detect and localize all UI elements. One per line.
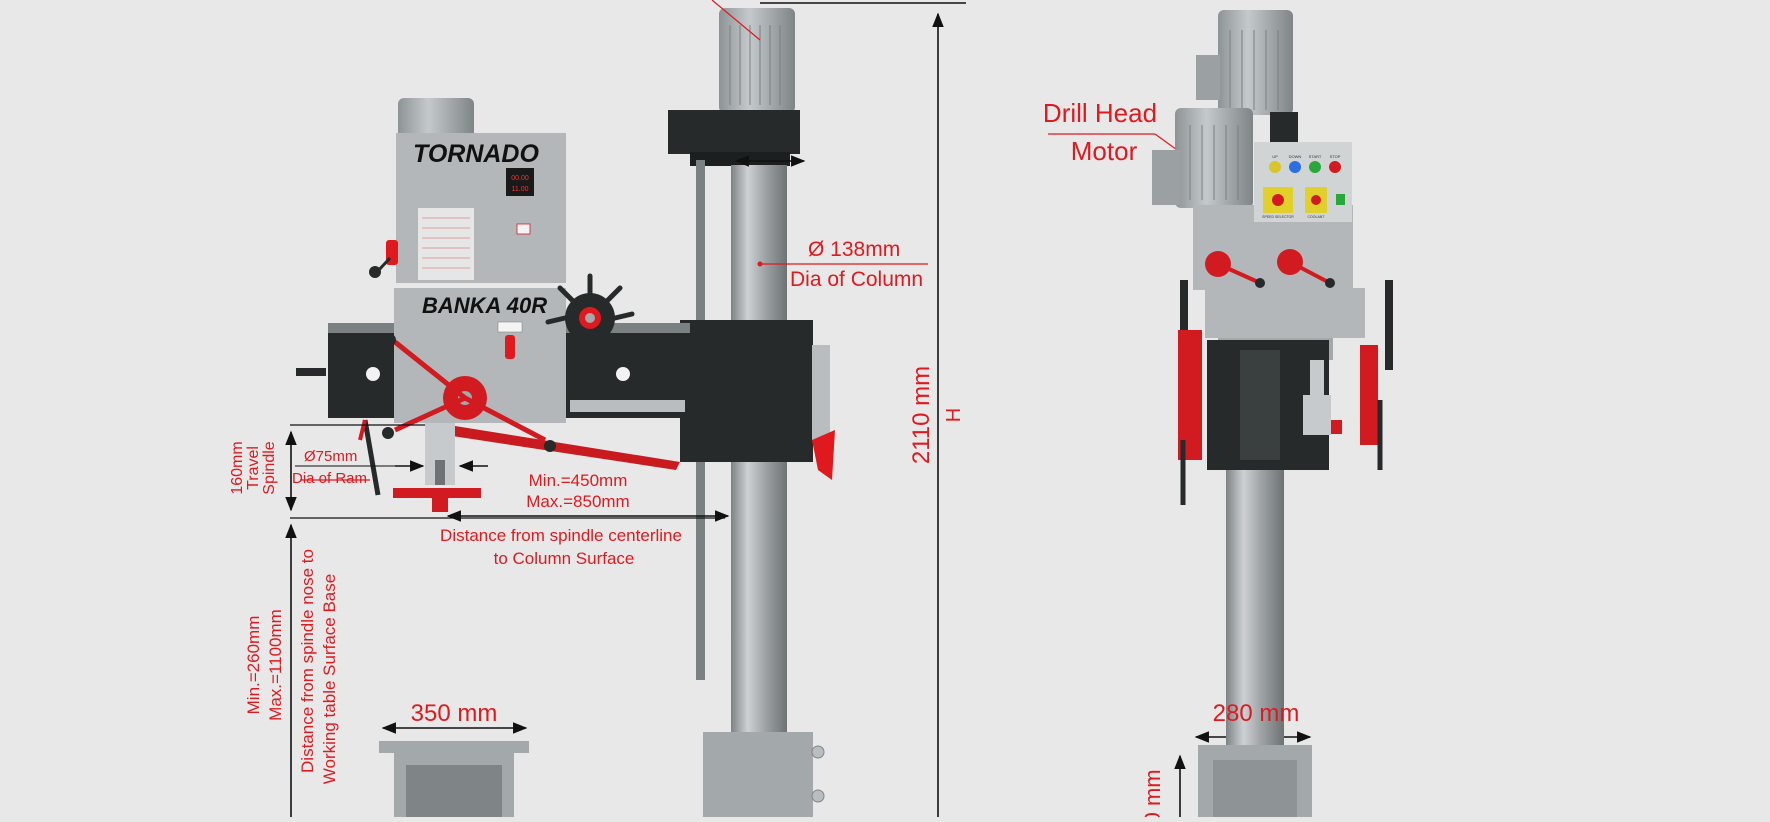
spindle-travel-value: 160mm [229, 441, 246, 494]
working-table [379, 741, 529, 817]
panel-label-down: DOWN [1289, 154, 1302, 159]
side-view-machine: UP DOWN START STOP SPEED SELECTOR COOLAN… [1152, 10, 1393, 817]
height-symbol: H [943, 408, 965, 422]
base-width-value: 280 mm [1213, 700, 1300, 727]
digital-display [506, 168, 534, 196]
nose-max: Max.=1100mm [266, 609, 285, 721]
panel-label-up: UP [1272, 154, 1278, 159]
model-label: BANKA 40R [422, 293, 547, 318]
panel-label-speed-selector: SPEED SELECTOR [1262, 215, 1294, 219]
table-width-value: 350 mm [411, 700, 498, 727]
spindle-travel-label: Travel [245, 446, 262, 490]
panel-label-stop: STOP [1330, 154, 1341, 159]
down-button-icon [1289, 161, 1301, 173]
column-assembly [668, 8, 835, 817]
display-top-readout: 00.00 [511, 175, 529, 182]
handwheel-icon [545, 273, 635, 343]
display-bottom-readout: 11.00 [512, 186, 529, 193]
ram-diameter-label: Dia of Ram [292, 470, 367, 487]
reach-min: Min.=450mm [529, 471, 628, 490]
reach-label-line2: to Column Surface [494, 549, 635, 568]
reach-label-line1: Distance from spindle centerline [440, 526, 682, 545]
nose-label-line2: Working table Surface Base [320, 574, 339, 784]
stop-button-icon [1329, 161, 1341, 173]
panel-label-start: START [1309, 154, 1322, 159]
dimension-lines [285, 0, 1312, 817]
speed-selector-icon [1272, 194, 1284, 206]
nose-label-line1: Distance from spindle nose to [298, 549, 317, 773]
ram-diameter-value: Ø75mm [304, 448, 357, 465]
overall-height-value: 2110 mm [908, 366, 935, 464]
side-height-partial: 80 mm [1140, 769, 1165, 817]
up-button-icon [1269, 161, 1281, 173]
reach-max: Max.=850mm [526, 492, 629, 511]
nose-min: Min.=260mm [244, 616, 263, 715]
spindle-label: Spindle [261, 441, 278, 494]
panel-label-coolant: COOLANT [1308, 215, 1326, 219]
column-diameter-value: Ø 138mm [808, 238, 900, 261]
coolant-switch-icon [1311, 195, 1321, 205]
drill-head-callout: Drill Head [1043, 98, 1157, 128]
brand-label: TORNADO [413, 140, 539, 168]
annotations: Ø 138mm Dia of Column 2110 mm H Ø75mm Di… [229, 98, 1300, 822]
start-button-icon [1309, 161, 1321, 173]
column-diameter-label: Dia of Column [790, 268, 923, 291]
motor-callout: Motor [1071, 136, 1138, 166]
drill-head: 00.00 11.00 [358, 98, 635, 512]
